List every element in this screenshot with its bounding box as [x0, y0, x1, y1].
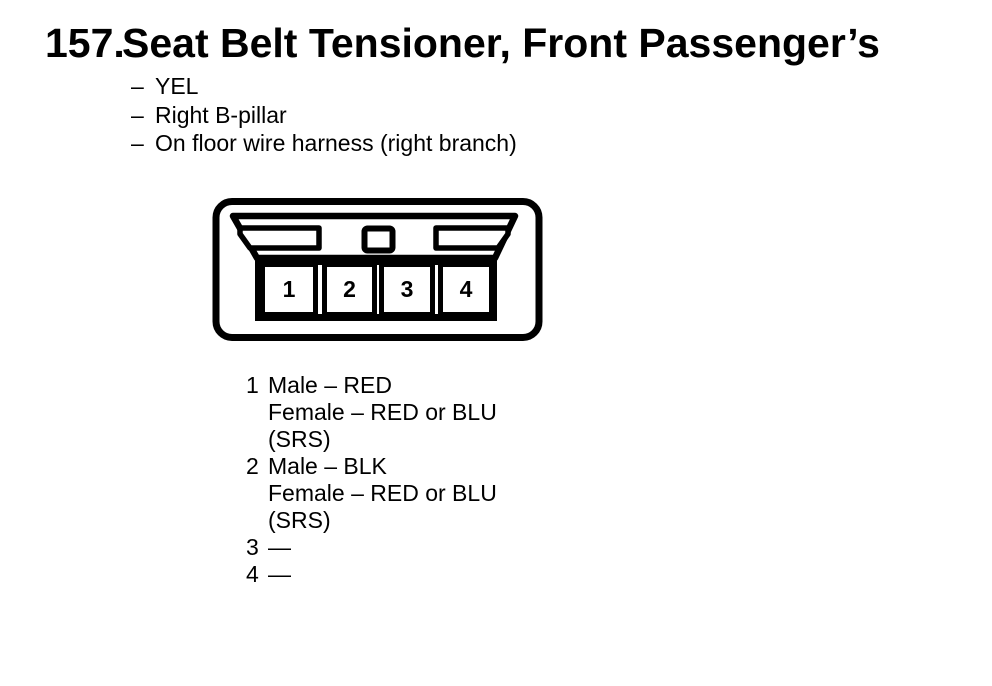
connector-keyway-right	[433, 225, 511, 251]
pin-number: 1	[246, 372, 259, 398]
attribute-text: On floor wire harness (right branch)	[155, 130, 517, 156]
connector-key-center	[361, 225, 396, 254]
dash-bullet: –	[131, 130, 144, 156]
pin-description-line: —	[268, 534, 291, 560]
pinout-item-1: 1 Male – RED Female – RED or BLU (SRS)	[246, 372, 497, 453]
attribute-list: – YEL – Right B-pillar – On floor wire h…	[131, 72, 517, 158]
connector-keyway-left	[237, 225, 322, 251]
cavity-3-number: 3	[401, 276, 414, 302]
cavity-1	[260, 262, 318, 317]
cavity-4	[438, 262, 494, 317]
pinout-item-3: 3 —	[246, 534, 497, 561]
figure-number: 157.	[45, 20, 125, 66]
attribute-text: Right B-pillar	[155, 101, 287, 128]
connector-diagram-svg: 1 2 3 4	[212, 198, 543, 341]
attribute-line-harness: – On floor wire harness (right branch)	[131, 129, 517, 158]
cavity-2-number: 2	[343, 276, 356, 302]
pin-description-line: —	[268, 561, 291, 587]
pin-number: 2	[246, 453, 259, 479]
pin-description: Male – RED Female – RED or BLU (SRS)	[268, 372, 497, 453]
dash-bullet: –	[131, 73, 144, 99]
pin-number: 4	[246, 561, 259, 587]
dash-bullet: –	[131, 101, 144, 128]
attribute-text: YEL	[155, 73, 199, 99]
figure-title: Seat Belt Tensioner, Front Passenger’s	[122, 20, 880, 66]
pinout-item-2: 2 Male – BLK Female – RED or BLU (SRS)	[246, 453, 497, 534]
pin-number: 3	[246, 534, 259, 560]
connector-diagram: 1 2 3 4	[212, 197, 544, 343]
pin-description-line: (SRS)	[268, 426, 331, 452]
pin-description: —	[268, 561, 291, 588]
pin-description-line: Female – RED or BLU	[268, 480, 497, 506]
pin-description: Male – BLK Female – RED or BLU (SRS)	[268, 453, 497, 534]
cavity-2	[322, 262, 377, 317]
pinout-list: 1 Male – RED Female – RED or BLU (SRS) 2…	[246, 372, 497, 588]
pin-description-line: Male – RED	[268, 372, 392, 398]
pinout-item-4: 4 —	[246, 561, 497, 588]
attribute-line-wire-color: – YEL	[131, 72, 517, 101]
cavity-1-number: 1	[283, 276, 296, 302]
pin-description-line: Female – RED or BLU	[268, 399, 497, 425]
pin-description-line: Male – BLK	[268, 453, 387, 479]
figure-heading: 157. Seat Belt Tensioner, Front Passenge…	[45, 21, 880, 65]
attribute-line-location: – Right B-pillar	[131, 101, 517, 130]
cavity-3	[379, 262, 435, 317]
pin-description: —	[268, 534, 291, 561]
pin-description-line: (SRS)	[268, 507, 331, 533]
cavity-4-number: 4	[460, 276, 473, 302]
